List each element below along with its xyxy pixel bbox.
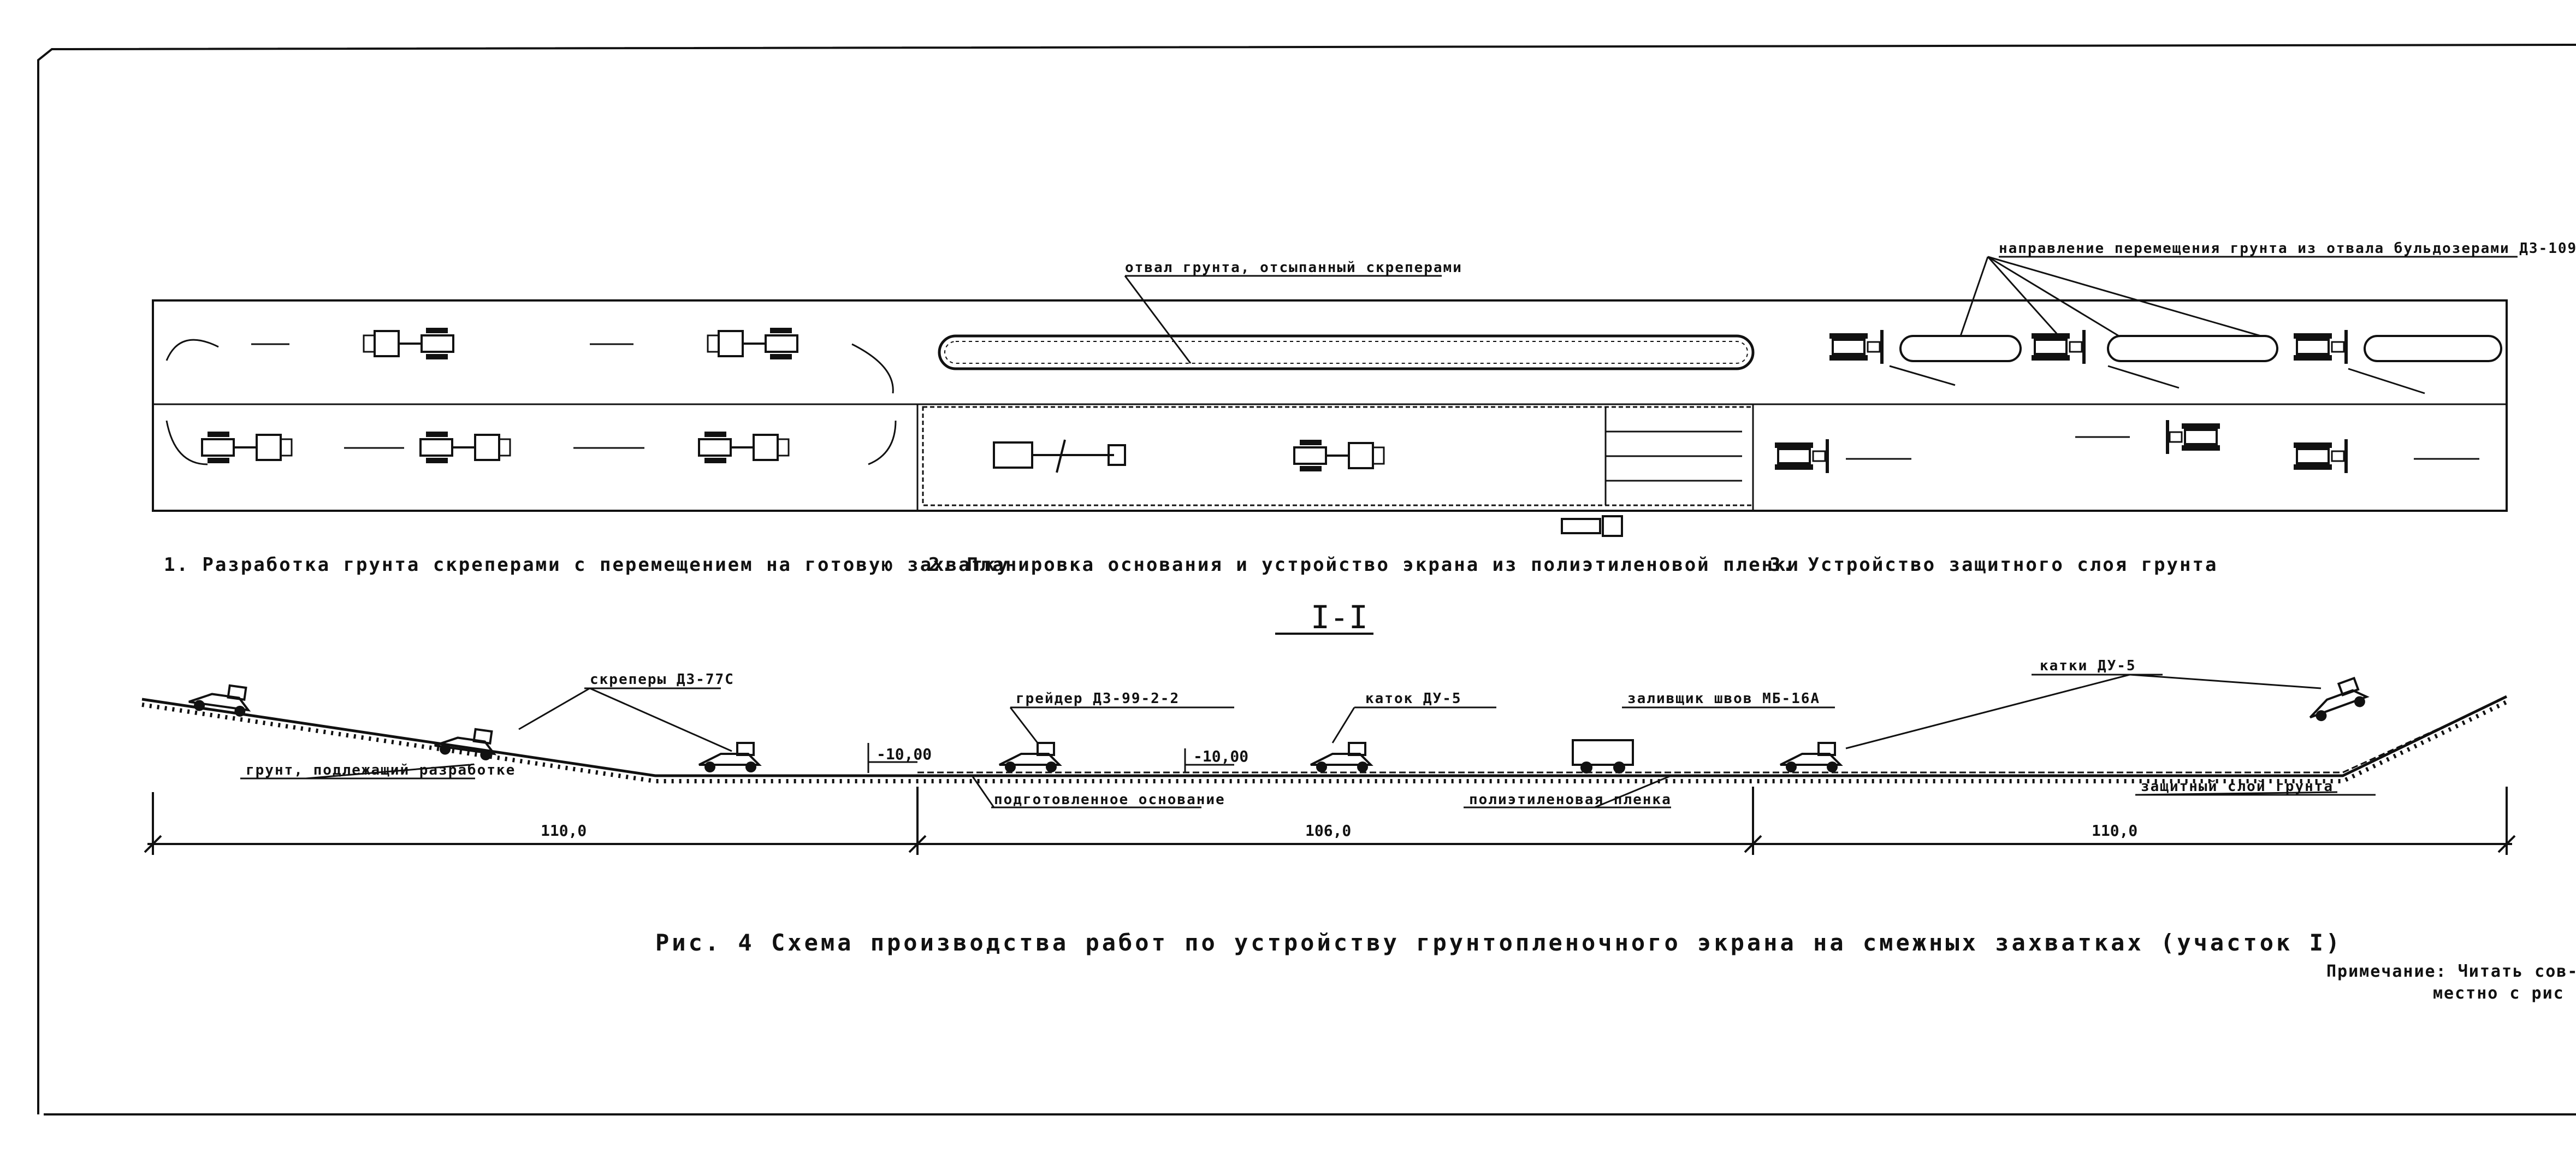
label-film: полиэтиленовая пленка [1469,792,1672,808]
label-grader: грейдер ДЗ-99-2-2 [1016,690,1180,707]
soil-piles [1899,335,2502,362]
scraper-icon [698,430,790,464]
label-rollers-right: катки ДУ-5 [2040,658,2136,674]
scraper-icon [201,430,293,464]
level-1: -10,00 [877,745,932,763]
figure-title: Рис. 4 Схема производства работ по устро… [655,929,2342,956]
level-2: -10,00 [1193,747,1248,765]
direction-arrows [1846,436,2479,460]
dimension-right: 110,0 [2092,822,2137,840]
label-spoil-bank: отвал грунта, отсыпанный скреперами [1125,259,1462,276]
direction-arrows [1889,365,2425,394]
plan-view: отвал грунта, отсыпанный скреперами напр… [152,240,2576,537]
section-mark: I-I [1311,599,1368,636]
caption-stage-1: 1. Разработка грунта скреперами с переме… [164,554,1010,576]
level-mark-2: -10,00 [1184,747,1248,773]
label-roller: каток ДУ-5 [1365,690,1462,707]
dozer-icon [2294,330,2346,364]
note-line-1: Примечание: Читать сов- [2326,962,2576,981]
roller-icon [2301,675,2371,726]
caption-stage-2: 2. Планировка основания и устройство экр… [928,554,1800,576]
roller-icon [1310,742,1372,774]
roller-icon [1779,742,1841,774]
label-scrapers: скреперы ДЗ-77С [590,671,735,688]
scraper-icon [363,327,454,361]
label-dozer-direction: направление перемещения грунта из отвала… [1999,240,2576,257]
label-prepared-base: подготовленное основание [994,792,1225,808]
dimension-left: 110,0 [541,822,587,840]
scraper-circulation [165,339,897,465]
scraper-icon [419,430,511,464]
note-line-2: местно с рис [2433,984,2565,1003]
scraper-icon [432,723,499,763]
ground-hatching [141,700,2508,783]
label-welder: заливщик швов МБ-16А [1627,690,1820,707]
label-protective-layer: защитный слой грунта [2141,778,2334,795]
spoil-bank [938,334,1755,370]
grader-icon [998,742,1061,774]
sheet-frame [37,44,2576,1115]
welder-icon [1572,739,1634,774]
label-soil-development: грунт, подлежащий разработке [246,762,516,778]
prepared-strip [922,406,1754,506]
dimension-line [144,787,2516,855]
pointer-lines [1124,256,2261,364]
film-rolls [1604,407,1742,505]
welder-icon [1561,515,1623,537]
dozer-icon [2294,439,2346,473]
ground-profile [141,695,2508,777]
level-mark-1: -10,00 [867,743,932,773]
protective-layer [1753,709,2480,774]
section-leaders [305,674,2338,808]
dozer-icon [1829,330,1882,364]
caption-stage-3: 3. Устройство защитного слоя грунта [1769,554,2218,576]
roller-icon [1293,439,1385,473]
cross-section: скреперы ДЗ-77С грейдер ДЗ-99-2-2 каток … [141,658,2516,855]
dimension-middle: 106,0 [1305,822,1351,840]
grader-icon [993,439,1126,473]
dozer-icon [2168,420,2220,454]
scraper-icon [707,327,798,361]
dozer-icon [1775,439,1827,473]
scraper-icon [698,742,760,774]
